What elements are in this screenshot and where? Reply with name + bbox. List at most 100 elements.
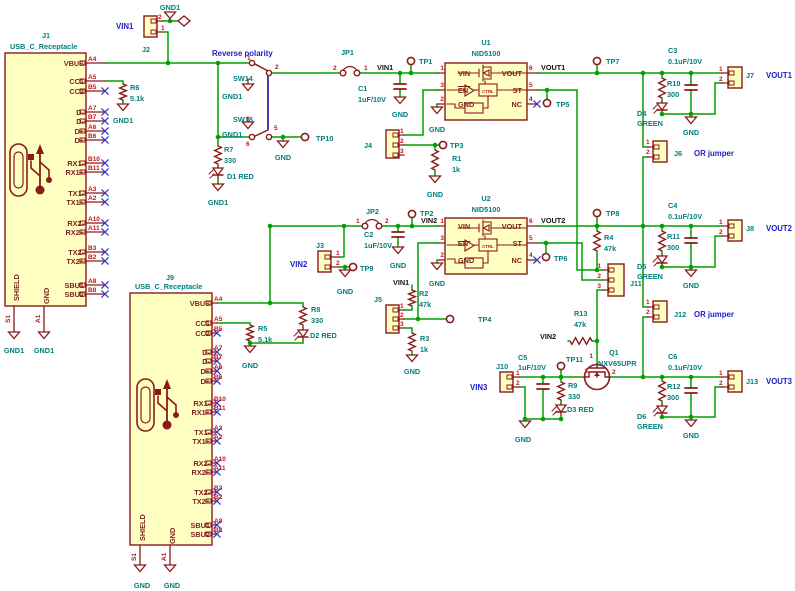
component-J1[interactable]	[4, 52, 87, 307]
schematic-text: TP5	[556, 100, 569, 109]
switch-contact[interactable]	[265, 133, 273, 141]
capacitor-C3[interactable]	[684, 84, 698, 91]
component-U2[interactable]	[444, 217, 528, 275]
nc-x	[213, 399, 221, 407]
mosfet-Q1[interactable]	[583, 363, 611, 391]
ground-symbol[interactable]	[163, 564, 177, 573]
ground-symbol[interactable]	[518, 420, 532, 429]
testpoint-symbol[interactable]	[406, 56, 416, 66]
usb-trident-branch	[157, 402, 168, 412]
ground-symbol[interactable]	[241, 83, 255, 92]
pin-mark	[79, 249, 86, 255]
ground-symbol[interactable]	[241, 121, 255, 130]
component-J3[interactable]	[317, 250, 332, 273]
ground-symbol[interactable]	[393, 96, 407, 105]
jumper-JP1[interactable]	[339, 65, 361, 77]
resistor-R7[interactable]	[213, 145, 223, 165]
schematic-text: Reverse polarity	[212, 49, 273, 58]
testpoint-symbol[interactable]	[541, 252, 551, 262]
ground-symbol[interactable]	[211, 183, 225, 192]
component-J4[interactable]	[385, 129, 400, 159]
testpoint-symbol[interactable]	[445, 314, 455, 324]
led-D1[interactable]	[208, 165, 225, 179]
resistor-R6[interactable]	[117, 83, 129, 101]
no-connect-icon	[101, 117, 109, 125]
schematic-text: 1	[646, 139, 650, 146]
schematic-text: A5	[214, 316, 223, 323]
resistor-R12[interactable]	[657, 380, 667, 402]
ground-symbol[interactable]	[276, 140, 290, 149]
switch-lever[interactable]	[252, 129, 269, 138]
ground-symbol[interactable]	[430, 106, 444, 115]
ground-symbol[interactable]	[243, 345, 257, 354]
testpoint-symbol[interactable]	[438, 140, 448, 150]
switch-contact[interactable]	[265, 69, 273, 77]
component-J8[interactable]	[727, 219, 743, 242]
component-J5[interactable]	[385, 304, 400, 334]
component-J10[interactable]	[499, 371, 514, 393]
switch-lever[interactable]	[252, 62, 269, 72]
led-D6[interactable]	[652, 403, 669, 417]
ground-symbol[interactable]	[405, 354, 419, 363]
ground-symbol[interactable]	[338, 269, 352, 278]
schematic-text: J6	[674, 149, 682, 158]
component-body	[4, 52, 87, 307]
testpoint-symbol[interactable]	[348, 262, 358, 272]
testpoint-symbol[interactable]	[300, 132, 310, 142]
resistor-R2[interactable]	[406, 289, 418, 307]
pin-mark	[506, 384, 513, 390]
schematic-text: D+	[200, 377, 210, 386]
testpoint-symbol[interactable]	[556, 361, 566, 371]
schematic-text: B8	[88, 287, 97, 294]
resistor-R8[interactable]	[298, 306, 308, 326]
no-connect-icon	[101, 228, 109, 236]
ground-symbol[interactable]	[133, 564, 147, 573]
ground-symbol[interactable]	[684, 116, 698, 125]
testpoint-symbol[interactable]	[592, 56, 602, 66]
capacitor-C2[interactable]	[391, 231, 405, 238]
component-J12[interactable]	[652, 300, 668, 323]
component-J13[interactable]	[727, 370, 743, 393]
component-J6[interactable]	[652, 140, 668, 163]
switch-contact[interactable]	[248, 59, 256, 67]
usb-trident-square	[155, 389, 161, 395]
led-D2[interactable]	[293, 327, 310, 341]
component-J9[interactable]	[129, 292, 213, 546]
ground-symbol[interactable]	[684, 269, 698, 278]
ground-symbol[interactable]	[37, 331, 51, 340]
led-D4[interactable]	[652, 100, 669, 114]
switch-contact[interactable]	[248, 133, 256, 141]
jumper-JP2[interactable]	[361, 218, 383, 230]
resistor-R9[interactable]	[556, 381, 566, 401]
resistor-R11[interactable]	[657, 230, 667, 252]
component-J11[interactable]	[607, 263, 625, 297]
capacitor-C1[interactable]	[393, 83, 407, 90]
resistor-R3[interactable]	[407, 332, 417, 352]
testpoint-symbol[interactable]	[542, 98, 552, 108]
testpoint-symbol[interactable]	[592, 208, 602, 218]
resistor-R13[interactable]	[569, 336, 593, 346]
component-J7[interactable]	[727, 66, 743, 89]
component-J2[interactable]	[143, 15, 158, 38]
ground-symbol[interactable]	[391, 246, 405, 255]
led-D3[interactable]	[551, 402, 568, 416]
junction-dot	[558, 374, 564, 380]
resistor-R10[interactable]	[657, 77, 667, 99]
ground-symbol[interactable]	[428, 175, 442, 184]
ground-symbol[interactable]	[116, 103, 130, 112]
ground-symbol[interactable]	[684, 419, 698, 428]
capacitor-C6[interactable]	[684, 387, 698, 394]
capacitor-C5[interactable]	[536, 383, 550, 390]
resistor-R4[interactable]	[592, 230, 602, 252]
pin-mark	[205, 498, 212, 504]
capacitor-C4[interactable]	[684, 237, 698, 244]
ground-symbol[interactable]	[430, 262, 444, 271]
resistor-R1[interactable]	[430, 149, 440, 171]
resistor-R5[interactable]	[244, 324, 256, 342]
testpoint-symbol[interactable]	[407, 209, 417, 219]
ground-symbol[interactable]	[163, 11, 177, 20]
schematic-text: TX1-	[68, 189, 84, 198]
schematic-text: RX2+	[192, 468, 210, 477]
ground-symbol[interactable]	[7, 331, 21, 340]
led-D5[interactable]	[652, 253, 669, 267]
